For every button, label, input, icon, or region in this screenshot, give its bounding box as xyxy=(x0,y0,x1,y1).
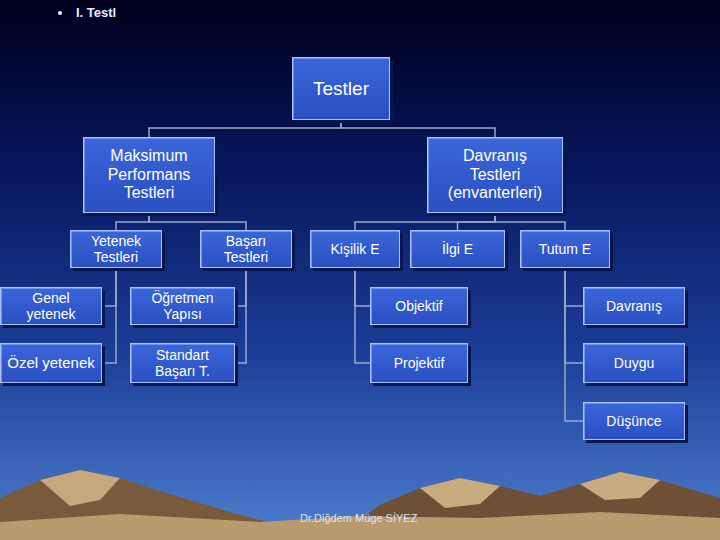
box-label: Objektif xyxy=(395,298,442,314)
tree-connector xyxy=(458,213,496,230)
category-box: Testler xyxy=(292,57,390,120)
tree-connector xyxy=(495,213,565,230)
box-label: Kişilik E xyxy=(330,241,379,257)
mountain-light xyxy=(420,478,500,508)
mountain-light xyxy=(580,472,660,500)
tree-connector xyxy=(341,120,495,137)
tree-connector xyxy=(149,120,341,137)
category-box: Genel yetenek xyxy=(0,287,102,325)
tree-connector xyxy=(235,268,246,363)
box-label: Davranış xyxy=(606,298,662,314)
category-box: Standart Başarı T. xyxy=(130,343,235,383)
author-credit: Dr.Diğdem Müge SİYEZ xyxy=(300,512,417,524)
box-label: Tutum E xyxy=(539,241,591,257)
box-label: Standart Başarı T. xyxy=(143,347,222,379)
box-label: Özel yetenek xyxy=(7,354,95,371)
box-label: Genel yetenek xyxy=(11,290,91,322)
slide-title: I. Testl xyxy=(76,5,116,20)
category-box: Tutum E xyxy=(520,230,610,268)
tree-connector xyxy=(102,268,116,363)
box-label: Maksimum Performans Testleri xyxy=(94,147,204,202)
category-box: Maksimum Performans Testleri xyxy=(83,137,215,213)
box-label: Düşünce xyxy=(606,413,661,429)
category-box: Yetenek Testleri xyxy=(70,230,162,268)
category-box: Davranış xyxy=(583,287,685,325)
mountain-light xyxy=(40,470,120,506)
box-label: Yetenek Testleri xyxy=(77,233,155,265)
category-box: Düşünce xyxy=(583,402,685,440)
category-box: Başarı Testleri xyxy=(200,230,292,268)
tree-connector xyxy=(565,268,583,421)
tree-connector xyxy=(355,268,370,363)
tree-connector xyxy=(149,213,246,230)
tree-connector xyxy=(235,268,246,306)
box-label: Öğretmen Yapısı xyxy=(141,290,224,322)
tree-connector xyxy=(116,213,149,230)
category-box: Kişilik E xyxy=(310,230,400,268)
tree-connector xyxy=(355,213,495,230)
tree-connector xyxy=(355,268,370,306)
tree-connector xyxy=(565,268,583,363)
tree-connector xyxy=(102,268,116,306)
category-box: Özel yetenek xyxy=(0,343,102,383)
ground xyxy=(0,512,720,540)
box-label: Davranış Testleri (envanterleri) xyxy=(440,147,550,202)
box-label: Testler xyxy=(313,78,369,100)
category-box: Duygu xyxy=(583,343,685,383)
category-box: Projektif xyxy=(370,343,468,383)
bullet xyxy=(58,11,62,15)
category-box: Objektif xyxy=(370,287,468,325)
category-box: Öğretmen Yapısı xyxy=(130,287,235,325)
box-label: Duygu xyxy=(614,355,654,371)
box-label: Projektif xyxy=(394,355,445,371)
category-box: İlgi E xyxy=(410,230,505,268)
category-box: Davranış Testleri (envanterleri) xyxy=(427,137,563,213)
tree-connector xyxy=(565,268,583,306)
box-label: Başarı Testleri xyxy=(209,233,283,265)
box-label: İlgi E xyxy=(442,241,473,257)
